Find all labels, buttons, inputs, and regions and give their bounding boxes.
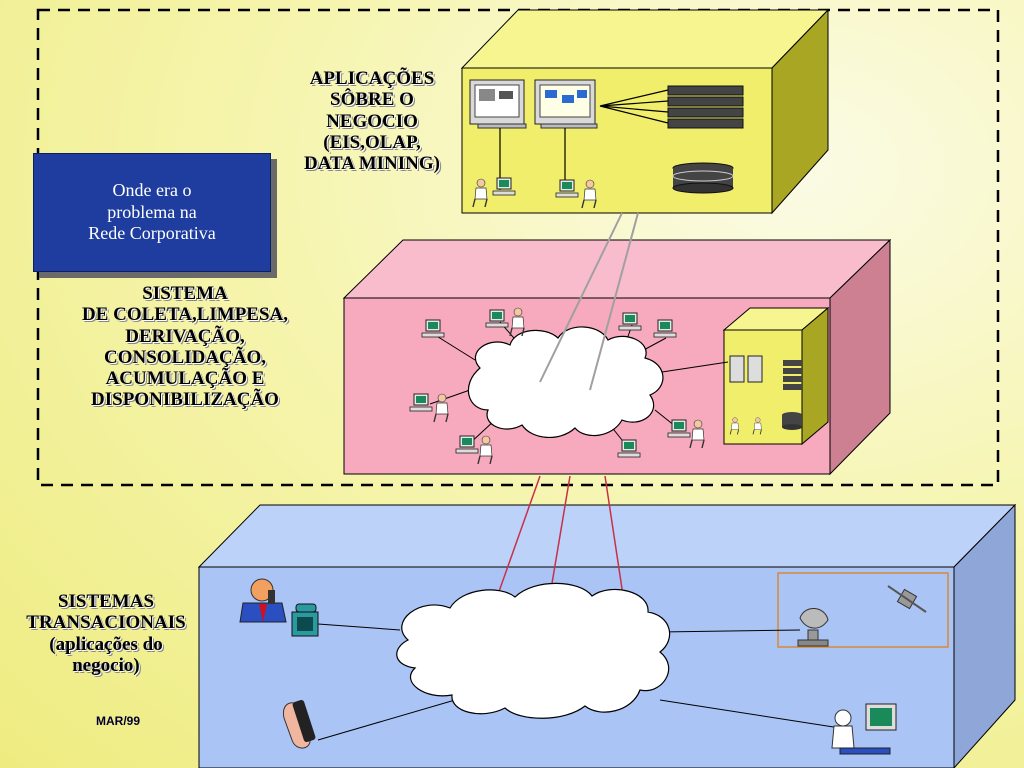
callout-line: Rede Corporativa xyxy=(88,223,216,244)
label-line: ACUMULAÇÃO E xyxy=(105,368,265,390)
label-line: SISTEMAS xyxy=(57,591,155,612)
label-line: (aplicações do xyxy=(49,633,163,655)
network-cloud-icon xyxy=(467,326,664,439)
callout-line: problema na xyxy=(107,201,197,222)
transaction-systems-label: SISTEMAS TRANSACIONAIS (aplicações do ne… xyxy=(6,591,206,676)
label-line: (EIS,OLAP, xyxy=(323,131,421,153)
inner-warehouse-box xyxy=(722,306,830,446)
label-line: DE COLETA,LIMPESA, xyxy=(81,304,289,326)
label-line: TRANSACIONAIS xyxy=(26,612,186,634)
user-at-computer-icon xyxy=(831,703,897,755)
label-line: CONSOLIDAÇÃO, xyxy=(103,346,267,368)
applications-label: APLICAÇÕES SÔBRE O NEGOCIO (EIS,OLAP, DA… xyxy=(284,68,460,174)
upper-links xyxy=(539,212,639,391)
label-line: negocio) xyxy=(72,654,140,676)
label-line: APLICAÇÕES xyxy=(309,68,435,89)
label-line: DATA MINING) xyxy=(304,153,440,175)
telephone-icon xyxy=(291,603,319,637)
collection-system-label: SISTEMA DE COLETA,LIMPESA, DERIVAÇÃO, CO… xyxy=(58,283,312,411)
satellite-dish-icon xyxy=(797,608,829,647)
label-line: SÔBRE O xyxy=(330,89,414,111)
monitor-icon xyxy=(469,79,527,129)
problem-callout: Onde era o problema na Rede Corporativa xyxy=(33,153,271,272)
network-cloud-icon xyxy=(396,582,671,719)
database-icon xyxy=(672,162,734,194)
server-rack-icon xyxy=(667,85,744,129)
cell-phone-icon xyxy=(282,699,316,749)
label-line: SISTEMA xyxy=(142,283,228,304)
label-line: DERIVAÇÃO, xyxy=(125,325,245,347)
satellite-icon xyxy=(887,585,927,613)
footer-date: MAR/99 xyxy=(96,714,141,728)
person-on-phone-icon xyxy=(239,578,287,623)
label-line: NEGOCIO xyxy=(326,110,418,132)
label-line: DISPONIBILIZAÇÃO xyxy=(91,389,279,411)
monitor-icon xyxy=(534,79,598,129)
callout-line: Onde era o xyxy=(112,180,192,201)
top-application-box xyxy=(460,8,830,215)
